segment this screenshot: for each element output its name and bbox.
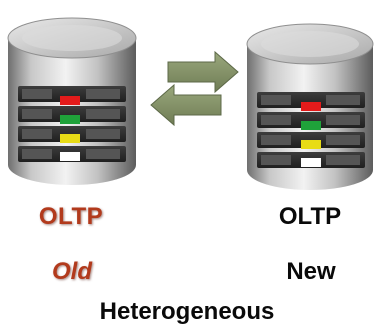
left-indicator-yellow — [60, 134, 80, 143]
right-indicator-green — [301, 121, 321, 130]
arrow-right-icon — [167, 50, 239, 94]
diagram-caption: Heterogeneous — [99, 298, 275, 325]
right-database-icon — [246, 23, 374, 190]
left-indicator-red — [60, 96, 80, 105]
left-db-title: OLTP — [38, 203, 104, 230]
left-indicator-green — [60, 115, 80, 124]
right-indicator-yellow — [301, 140, 321, 149]
arrow-left-icon — [150, 83, 222, 127]
left-indicator-white — [60, 152, 80, 161]
right-indicator-red — [301, 102, 321, 111]
right-indicator-white — [301, 158, 321, 167]
left-db-subtitle: Old — [52, 258, 92, 285]
right-server-rack — [257, 92, 365, 168]
right-db-subtitle: New — [286, 258, 336, 285]
left-database-icon — [7, 17, 137, 185]
right-db-title: OLTP — [278, 203, 342, 230]
